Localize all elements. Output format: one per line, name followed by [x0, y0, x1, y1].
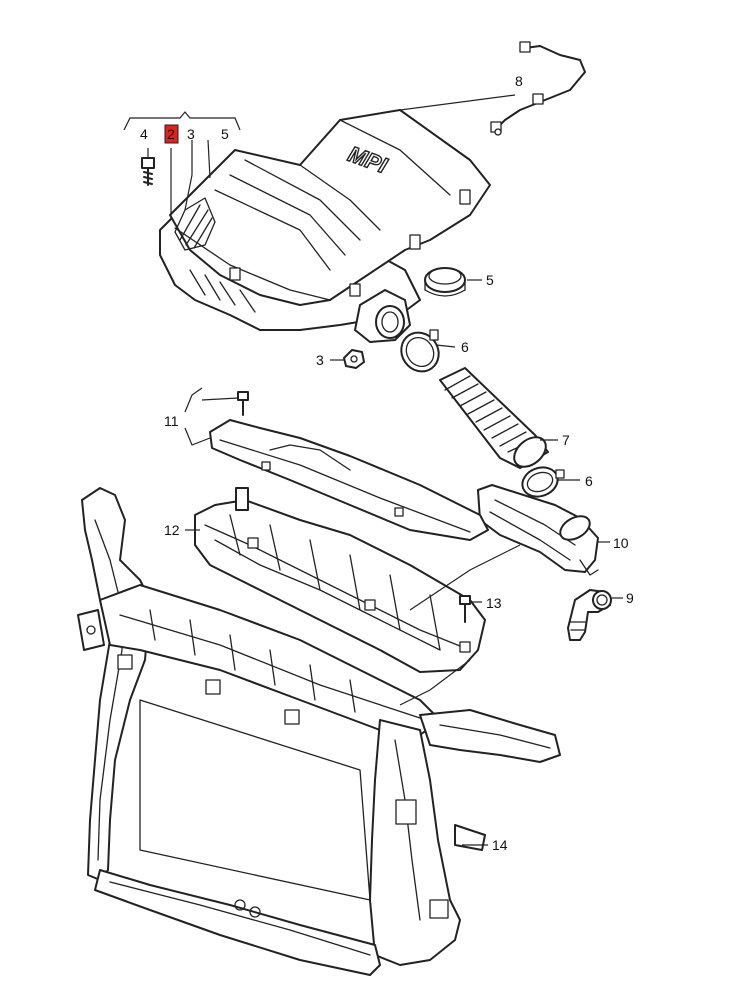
callout-13: 13 [486, 595, 502, 611]
callout-3-top: 3 [187, 126, 195, 142]
callout-12: 12 [164, 522, 180, 538]
bolt-11-part [237, 391, 249, 416]
air-filter-housing: MPI [159, 109, 491, 343]
upper-cover-panel-11 [209, 419, 489, 541]
air-guide-12 [194, 487, 486, 673]
callout-3-lower: 3 [316, 352, 324, 368]
bolt-13-part [459, 595, 471, 623]
highlight-box-2 [164, 124, 179, 144]
hose-clamp-6-lower [521, 466, 565, 498]
callout-6-lower: 6 [585, 473, 593, 489]
callout-5-right: 5 [486, 272, 494, 288]
callout-11: 11 [164, 413, 179, 429]
callout-labels: 4 2 3 5 8 5 3 6 11 7 6 12 10 13 9 14 [140, 73, 634, 853]
intake-hose-7 [439, 367, 549, 469]
callout-2: 2 [167, 126, 175, 142]
air-duct-10 [477, 484, 599, 576]
callout-4: 4 [140, 126, 148, 142]
callout-14: 14 [492, 837, 508, 853]
callout-9: 9 [626, 590, 634, 606]
callout-leaders [123, 94, 623, 846]
screw-4-part [141, 157, 155, 186]
nut-3-part [343, 349, 365, 369]
callout-5-top: 5 [221, 126, 229, 142]
callout-6-upper: 6 [461, 339, 469, 355]
callout-10: 10 [613, 535, 629, 551]
hose-clamp-6-upper [400, 329, 440, 373]
callout-7: 7 [562, 432, 570, 448]
seal-ring-5-part [424, 267, 466, 297]
sensor-cable-8 [490, 41, 586, 136]
lock-carrier-14 [77, 487, 561, 976]
elbow-hose-9 [567, 589, 612, 641]
callout-8: 8 [515, 73, 523, 89]
